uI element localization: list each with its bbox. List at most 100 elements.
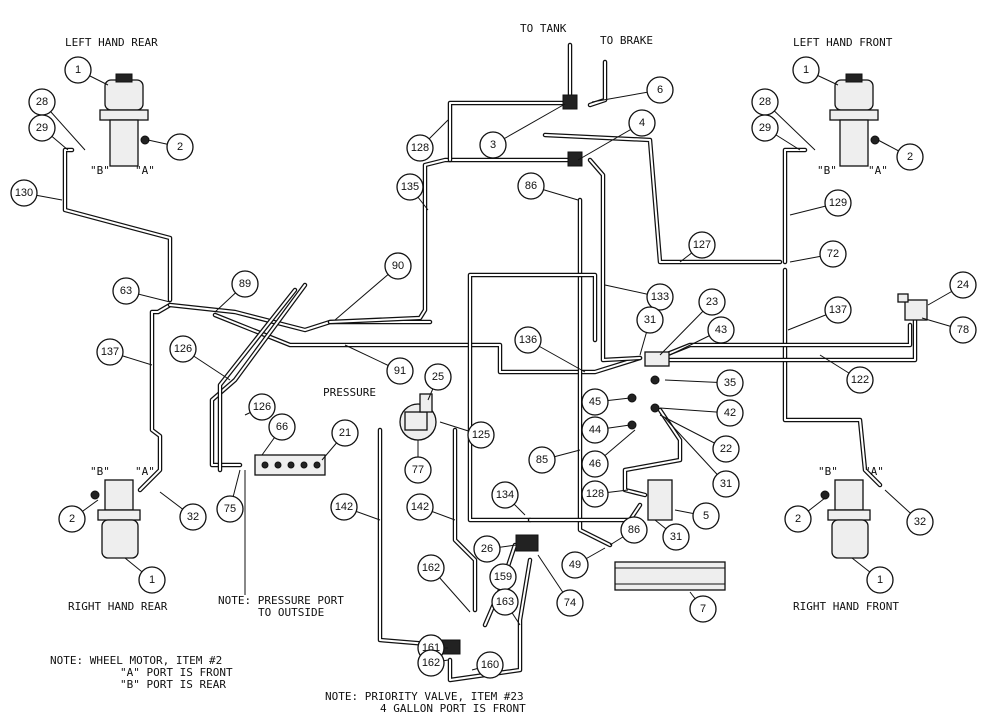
- callout-number: 126: [253, 401, 271, 413]
- callout-circle: [906, 508, 934, 536]
- callout-circle: [138, 566, 166, 594]
- callout-number: 49: [569, 559, 581, 571]
- callout-circle: [112, 277, 140, 305]
- callout-circle: [636, 306, 664, 334]
- callout-number: 42: [724, 407, 736, 419]
- callout-number: 31: [720, 478, 732, 490]
- callout-85: 85: [528, 446, 581, 474]
- callout-circle: [620, 516, 648, 544]
- callout-number: 24: [957, 279, 969, 291]
- note-wheel-motor-line3: "B" PORT IS REAR: [120, 678, 226, 691]
- callout-number: 31: [644, 314, 656, 326]
- callout-circle: [28, 114, 56, 142]
- callout-number: 162: [422, 562, 440, 574]
- callout-number: 1: [75, 64, 81, 76]
- callout-number: 25: [432, 371, 444, 383]
- callout-number: 28: [759, 96, 771, 108]
- callout-circle: [628, 109, 656, 137]
- port-b-label: "B": [817, 164, 837, 177]
- callout-number: 1: [877, 574, 883, 586]
- callout-number: 133: [651, 291, 669, 303]
- callout-74: 74: [537, 554, 584, 617]
- callout-number: 2: [907, 151, 913, 163]
- valve-fittings: [441, 94, 660, 655]
- callout-number: 127: [693, 239, 711, 251]
- wheel-motor-left-front: [829, 73, 880, 167]
- callout-number: 78: [957, 324, 969, 336]
- valve-block-21: [254, 454, 326, 476]
- wheel-motor-left-rear: [99, 73, 150, 167]
- callout-78: 78: [921, 316, 977, 344]
- callout-72: 72: [789, 240, 847, 268]
- callout-circle: [417, 554, 445, 582]
- callout-127: 127: [679, 231, 716, 263]
- callout-leader: [664, 417, 727, 485]
- callout-6: 6: [591, 76, 674, 104]
- callout-circle: [491, 588, 519, 616]
- port-b-label: "B": [90, 465, 110, 478]
- callout-46: 46: [581, 429, 636, 478]
- note-wheel-motor-line2: "A" PORT IS FRONT: [120, 666, 233, 679]
- callout-circle: [331, 419, 359, 447]
- callout-number: 72: [827, 248, 839, 260]
- callout-number: 46: [589, 458, 601, 470]
- callout-circle: [404, 456, 432, 484]
- callout-91: 91: [344, 344, 414, 385]
- callout-number: 122: [851, 374, 869, 386]
- callout-circle: [231, 270, 259, 298]
- callout-162-a: 162: [417, 554, 471, 613]
- callout-31-c: 31: [654, 519, 690, 551]
- callout-circle: [707, 316, 735, 344]
- label-right-hand-rear: RIGHT HAND REAR: [68, 600, 168, 613]
- callout-number: 142: [411, 501, 429, 513]
- callout-circle: [58, 505, 86, 533]
- callout-77: 77: [404, 440, 432, 484]
- callout-circle: [396, 173, 424, 201]
- callout-circle: [96, 338, 124, 366]
- wheel-motor-right-front: [820, 479, 871, 559]
- callout-circle: [384, 252, 412, 280]
- callout-44: 44: [581, 416, 631, 444]
- callout-circle: [896, 143, 924, 171]
- callout-number: 6: [657, 84, 663, 96]
- callout-circle: [716, 399, 744, 427]
- callout-circle: [467, 421, 495, 449]
- callout-25: 25: [424, 363, 452, 401]
- callout-29-lf: 29: [751, 114, 801, 151]
- callout-126-a: 126: [169, 335, 231, 381]
- callout-circle: [646, 283, 674, 311]
- callout-number: 29: [759, 122, 771, 134]
- callout-circle: [406, 134, 434, 162]
- callout-number: 28: [36, 96, 48, 108]
- callout-128-top: 128: [406, 119, 449, 162]
- port-a-label: "A": [135, 465, 155, 478]
- callout-circle: [698, 288, 726, 316]
- callout-circle: [406, 493, 434, 521]
- callout-circle: [692, 502, 720, 530]
- callout-number: 29: [36, 122, 48, 134]
- callout-number: 91: [394, 365, 406, 377]
- callout-63: 63: [112, 277, 171, 305]
- callout-142-b: 142: [406, 493, 456, 521]
- callout-125: 125: [439, 421, 495, 449]
- callout-circle: [581, 388, 609, 416]
- callout-number: 22: [720, 443, 732, 455]
- callout-number: 2: [69, 513, 75, 525]
- port-b-label: "B": [90, 164, 110, 177]
- callout-circle: [716, 369, 744, 397]
- callout-49: 49: [561, 547, 606, 579]
- pressure-gauge-25: [399, 393, 437, 441]
- callout-circle: [712, 435, 740, 463]
- callout-number: 43: [715, 324, 727, 336]
- callout-circle: [824, 189, 852, 217]
- callout-number: 7: [700, 603, 706, 615]
- label-left-hand-rear: LEFT HAND REAR: [65, 36, 158, 49]
- callout-43: 43: [669, 316, 735, 356]
- callout-129: 129: [789, 189, 852, 217]
- callout-122: 122: [819, 354, 874, 394]
- callout-number: 136: [519, 334, 537, 346]
- port-a-label: "A": [135, 164, 155, 177]
- callout-number: 1: [149, 574, 155, 586]
- callout-89: 89: [214, 270, 259, 313]
